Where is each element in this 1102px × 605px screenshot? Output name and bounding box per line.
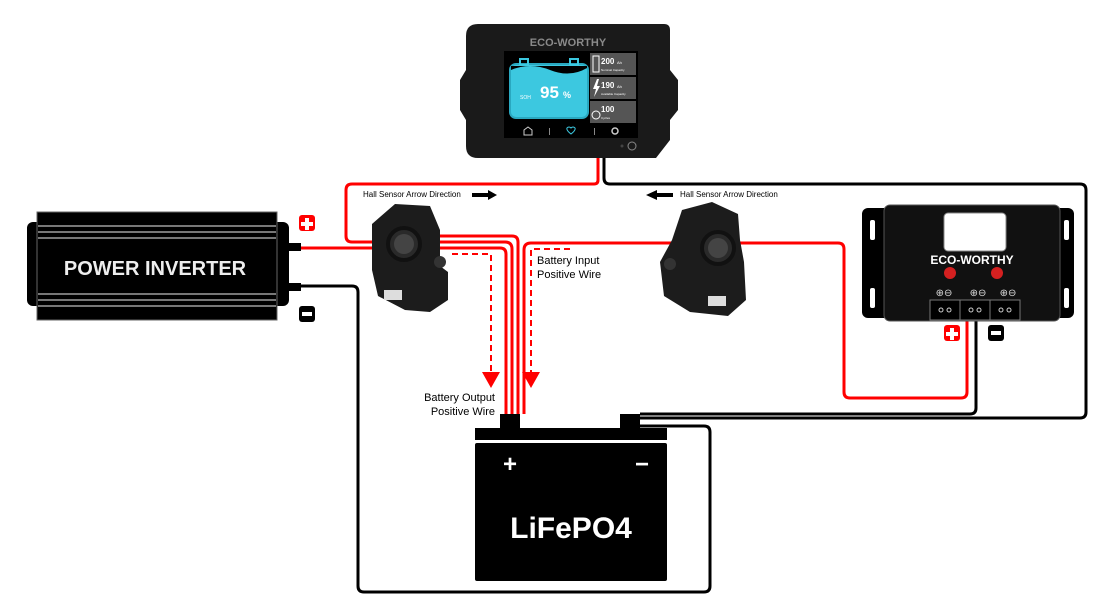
arrow-right-icon <box>472 190 497 200</box>
terminal-block-load <box>989 299 1021 321</box>
svg-text:100: 100 <box>601 105 615 114</box>
controller-positive-badge <box>944 325 960 341</box>
soh-value: 95 <box>540 83 559 102</box>
monitor-positive-wire <box>344 152 600 414</box>
inverter-positive-wire <box>300 246 508 414</box>
battery-input-label-line1: Battery Input <box>537 255 599 267</box>
monitor-negative-wire <box>602 152 1088 420</box>
battery-output-arrowhead <box>482 372 500 388</box>
monitor-brand: ECO-WORTHY <box>530 37 607 49</box>
wires <box>300 152 1088 594</box>
soh-unit: % <box>563 90 571 100</box>
controller-negative-wire <box>640 320 978 416</box>
battery-minus-symbol: − <box>635 451 649 478</box>
cycle-icon <box>591 110 601 120</box>
inverter-negative-wire <box>300 284 712 594</box>
indicator-led-left <box>944 267 956 279</box>
controller-brand: ECO-WORTHY <box>930 253 1013 267</box>
lightning-icon <box>593 79 600 97</box>
svg-text:Cycles: Cycles <box>601 116 611 120</box>
heart-icon[interactable] <box>566 126 576 135</box>
arrow-left-icon <box>646 190 673 200</box>
controller-positive-wire <box>522 241 969 414</box>
hall-sensor-right <box>660 202 746 316</box>
terminal-symbols-solar: ⊕⊖ <box>936 288 953 299</box>
svg-text:Ah: Ah <box>617 60 622 65</box>
battery-title: LiFePO4 <box>510 512 632 545</box>
lifepo4-battery: + − LiFePO4 <box>475 414 667 581</box>
battery-plus-symbol: + <box>503 451 517 478</box>
inverter-positive-badge <box>299 215 315 231</box>
stat-cycles: 100 Cycles <box>590 101 636 123</box>
gear-icon[interactable] <box>611 127 619 135</box>
stat-nominal-capacity: 200 Ah Nominal Capacity <box>590 53 636 75</box>
controller-negative-badge <box>988 325 1004 341</box>
battery-icon <box>592 55 600 73</box>
terminal-block-battery <box>959 299 991 321</box>
battery-monitor: ECO-WORTHY SOH 95 % 200 Ah Nominal Capac… <box>460 24 678 158</box>
battery-output-label-line2: Positive Wire <box>431 406 495 418</box>
inverter-negative-badge <box>299 306 315 322</box>
plus-icon <box>946 328 958 340</box>
hall-sensor-label-left: Hall Sensor Arrow Direction <box>363 190 461 199</box>
minus-icon <box>991 331 1001 335</box>
svg-text:190: 190 <box>601 81 615 90</box>
svg-text:Nominal Capacity: Nominal Capacity <box>601 68 625 72</box>
power-button-icon[interactable] <box>627 141 637 151</box>
power-inverter: POWER INVERTER <box>27 211 301 321</box>
charge-controller: ECO-WORTHY ⊕⊖ ⊕⊖ ⊕⊖ <box>862 204 1074 322</box>
terminal-symbols-battery: ⊕⊖ <box>970 288 987 299</box>
battery-input-dashed-arrow <box>530 248 570 374</box>
stat-available-capacity: 190 Ah Available Capacity <box>590 77 636 99</box>
inverter-title: POWER INVERTER <box>64 258 247 280</box>
terminal-symbols-load: ⊕⊖ <box>1000 288 1017 299</box>
battery-input-arrowhead <box>522 372 540 388</box>
battery-input-label-line2: Positive Wire <box>537 269 601 281</box>
home-icon[interactable] <box>523 126 533 136</box>
soh-label: SOH <box>520 95 531 101</box>
battery-output-label-line1: Battery Output <box>424 392 495 404</box>
battery-output-dashed-arrow <box>452 253 492 374</box>
svg-text:200: 200 <box>601 57 615 66</box>
hall-sensor-left <box>372 204 448 312</box>
svg-text:Available Capacity: Available Capacity <box>601 92 626 96</box>
terminal-block-solar <box>929 299 961 321</box>
hall-sensor-label-right: Hall Sensor Arrow Direction <box>680 190 778 199</box>
negative-terminal <box>620 414 640 430</box>
battery-positive-wire <box>395 234 520 414</box>
controller-display <box>943 212 1007 252</box>
status-led <box>620 144 624 148</box>
minus-icon <box>302 312 312 316</box>
svg-text:Ah: Ah <box>617 84 622 89</box>
indicator-led-right <box>991 267 1003 279</box>
soh-battery-graphic <box>509 63 589 119</box>
positive-terminal <box>500 414 520 430</box>
plus-icon <box>301 218 313 230</box>
